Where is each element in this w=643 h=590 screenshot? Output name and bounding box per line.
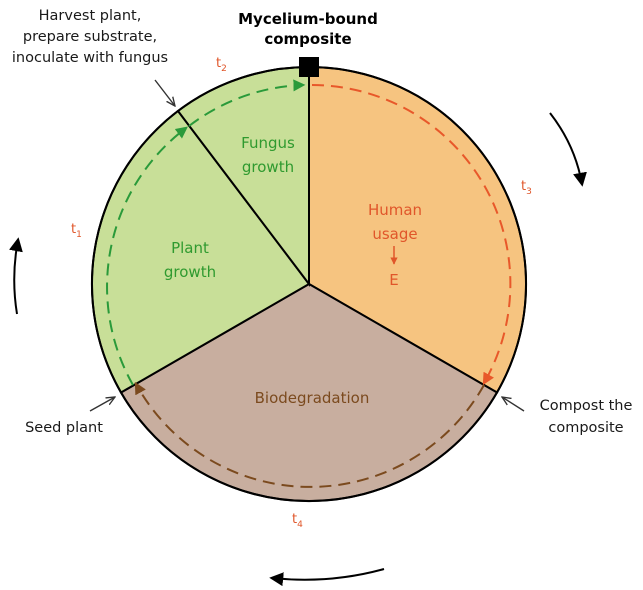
human-usage-dashed-arrow — [311, 84, 512, 386]
compost-pointer-arrow — [502, 397, 525, 412]
plant-growth-dashed-arrow — [106, 126, 188, 386]
time-label-t3: t3 — [521, 179, 532, 197]
time-label-t1: t1 — [71, 222, 82, 240]
harvest-annotation-line2: prepare substrate, — [23, 29, 157, 45]
compost-annotation-line1: Compost the — [540, 398, 633, 414]
fungus-growth-label-line1: Fungus — [241, 134, 295, 152]
seed-pointer-arrow — [89, 397, 115, 412]
biodegradation-dashed-arrow — [134, 381, 485, 488]
human-usage-energy-label: E — [389, 271, 398, 289]
plant-growth-label-line2: growth — [164, 263, 216, 281]
harvest-annotation-line3: inoculate with fungus — [12, 50, 168, 66]
human-usage-label-line1: Human — [368, 201, 422, 219]
time-label-t2: t2 — [216, 56, 227, 74]
diagram-title-line2: composite — [264, 30, 351, 48]
diagram-title-line1: Mycelium-bound — [238, 10, 378, 28]
compost-annotation-line2: composite — [548, 420, 623, 436]
harvest-pointer-arrow — [154, 79, 175, 106]
circular-rotation-arrow-icon — [549, 112, 587, 187]
circular-rotation-arrow-icon — [269, 568, 385, 587]
plant-growth-label-line1: Plant — [171, 239, 209, 257]
harvest-annotation-line1: Harvest plant, — [39, 8, 142, 24]
seed-annotation: Seed plant — [25, 420, 103, 436]
square-marker-icon — [299, 57, 319, 77]
time-label-t4: t4 — [292, 512, 303, 530]
fungus-growth-dashed-arrow — [188, 79, 306, 127]
fungus-growth-label-line2: growth — [242, 158, 294, 176]
circular-rotation-arrow-icon — [9, 237, 23, 315]
human-usage-label-line2: usage — [372, 225, 417, 243]
biodegradation-label: Biodegradation — [255, 389, 370, 407]
